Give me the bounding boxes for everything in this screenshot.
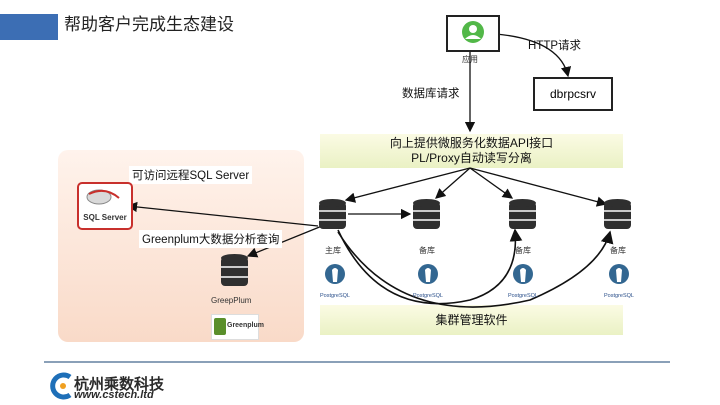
primary-db-icon [319,199,346,229]
primary-postgres-logo: PostgreSQL [318,262,352,299]
elephant-icon [418,264,438,284]
company-url[interactable]: www.cstech.ltd [74,389,154,401]
greenplum-edge-label: Greenplum大数据分析查询 [139,230,283,248]
primary-db-label: 主库 [325,246,341,255]
greenplum-logo-text: Greenplum [227,322,264,329]
company-logo-icon [50,372,72,400]
standby1-postgres-logo: PostgreSQL [411,262,445,299]
replication-curve-2 [337,230,614,308]
postgres-logo-text: PostgreSQL [604,293,634,299]
greenplum-leaf-icon [214,318,226,335]
api-to-standby3-arrow [469,167,608,207]
postgres-logo-text: PostgreSQL [508,293,538,299]
dbrpcsrv-node: dbrpcsrv [533,77,613,111]
title-accent-bar [0,14,58,40]
greenplum-arrow [246,225,323,258]
db-request-label: 数据库请求 [402,88,460,100]
greenplum-logo: Greenplum [211,314,264,340]
sqlserver-edge-label: 可访问远程SQL Server [129,166,253,184]
http-arrow [495,33,572,78]
sqlserver-logo: SQL Server [77,182,133,230]
api-to-standby1-arrow [435,167,471,199]
company-name: 杭州乘数科技 [74,376,165,393]
app-label: 应用 [462,55,478,64]
api-to-standby2-arrow [469,167,514,199]
standby3-db-label: 备库 [610,246,626,255]
api-box-line1: 向上提供微服务化数据API接口 [389,136,554,150]
standby3-postgres-logo: PostgreSQL [602,262,636,299]
postgres-logo-text: PostgreSQL [413,293,443,299]
sqlserver-arrow [126,201,319,227]
greenplum-db-label: GreepPlum [211,296,252,305]
api-to-primary-arrow [344,167,471,203]
standby2-db-label: 备库 [515,246,531,255]
sqlserver-logo-text: SQL Server [83,213,127,222]
cluster-box: 集群管理软件 [320,305,623,335]
standby1-db-label: 备库 [419,246,435,255]
elephant-icon [513,264,533,284]
elephant-icon [325,264,345,284]
greenplum-db-icon [221,254,248,286]
standby2-postgres-logo: PostgreSQL [506,262,540,299]
standby3-db-icon [604,199,631,229]
footer-divider [44,361,670,363]
http-label: HTTP请求 [528,40,582,52]
slide-title: 帮助客户完成生态建设 [64,15,234,34]
standby2-db-icon [509,199,536,229]
user-icon [462,21,484,43]
standby1-db-icon [413,199,440,229]
api-box: 向上提供微服务化数据API接口 PL/Proxy自动读写分离 [320,134,623,168]
sqlserver-icon [86,189,120,205]
postgres-logo-text: PostgreSQL [320,293,350,299]
app-node [446,15,500,52]
api-box-line2: PL/Proxy自动读写分离 [411,151,532,165]
replication-curve-1 [337,228,523,305]
elephant-icon [609,264,629,284]
